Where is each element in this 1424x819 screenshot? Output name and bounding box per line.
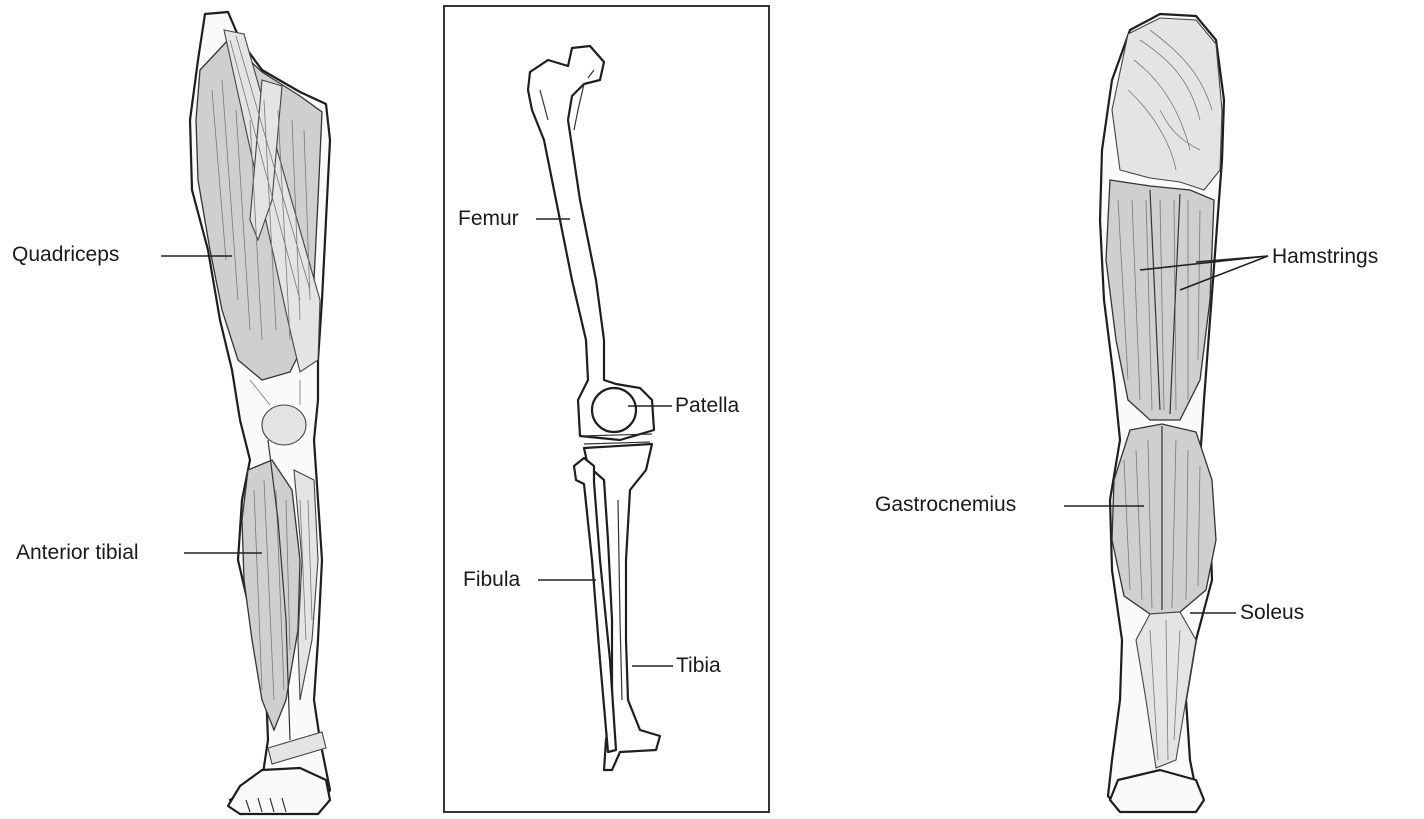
label-tibia-text: Tibia (676, 654, 721, 677)
label-femur-text: Femur (458, 207, 519, 230)
label-fibula: Fibula (463, 568, 596, 591)
gastrocnemius-muscle (1112, 424, 1216, 614)
label-quadriceps: Quadriceps (12, 243, 232, 266)
label-hamstrings-text: Hamstrings (1272, 245, 1378, 268)
label-soleus-text: Soleus (1240, 601, 1304, 624)
label-quadriceps-text: Quadriceps (12, 243, 119, 266)
label-femur: Femur (458, 207, 570, 230)
label-gastrocnemius-text: Gastrocnemius (875, 493, 1016, 516)
femur-bone (528, 46, 654, 440)
patella-bone (592, 388, 636, 432)
label-anterior-tibial-text: Anterior tibial (16, 541, 139, 564)
label-anterior-tibial: Anterior tibial (16, 541, 262, 564)
label-tibia: Tibia (632, 654, 721, 677)
label-patella-text: Patella (675, 394, 740, 417)
label-soleus: Soleus (1190, 601, 1304, 624)
skeleton-illustration (528, 46, 660, 770)
label-fibula-text: Fibula (463, 568, 521, 591)
label-gastrocnemius: Gastrocnemius (875, 493, 1144, 516)
back-leg-illustration (1100, 14, 1224, 812)
front-leg-illustration (190, 12, 330, 814)
